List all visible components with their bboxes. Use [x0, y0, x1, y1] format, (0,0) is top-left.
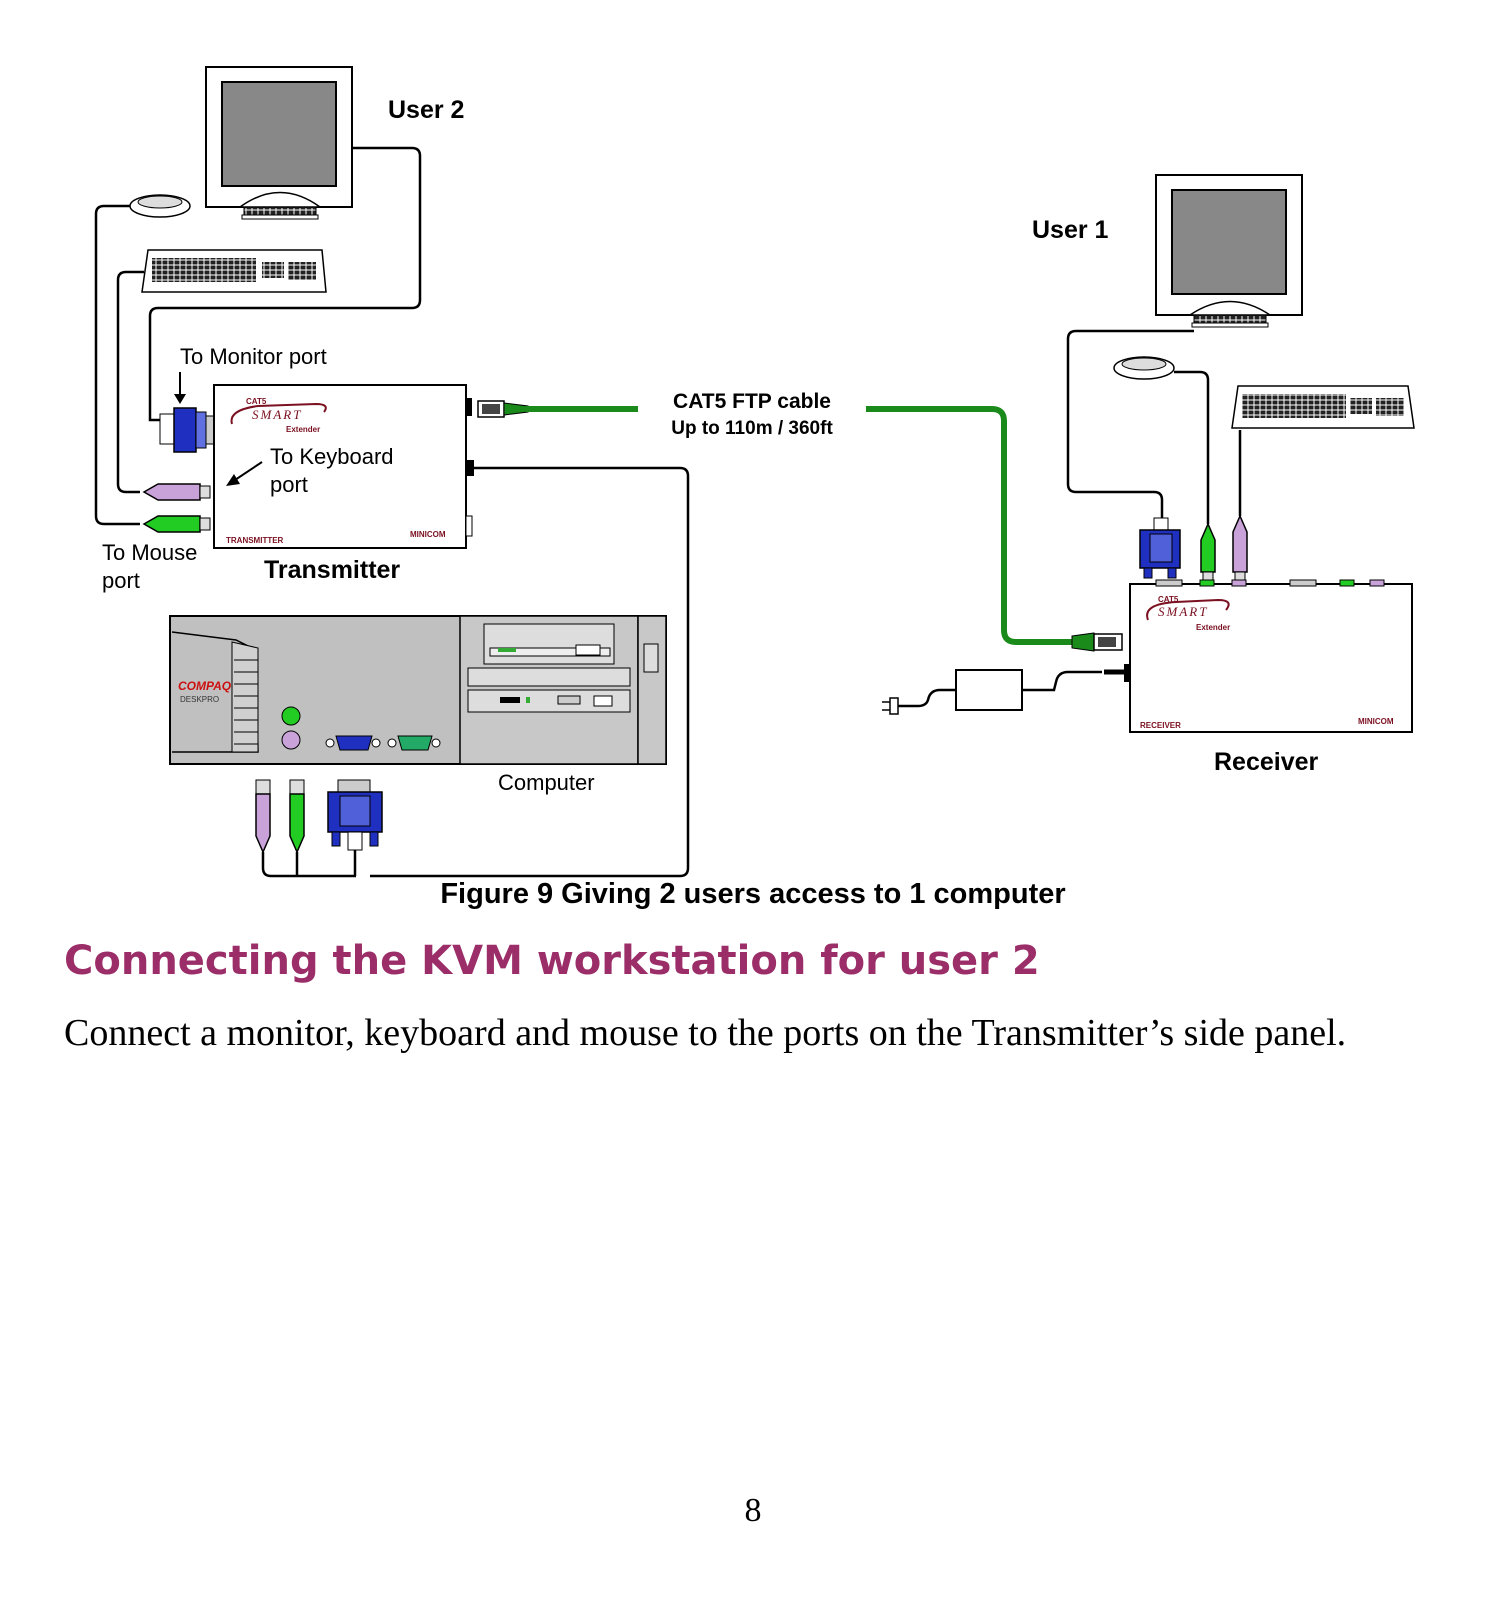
keyboard-connector-purple	[142, 483, 211, 501]
label-to-mouse-port-line2: port	[102, 568, 140, 593]
user2-monitor	[205, 66, 353, 220]
section-heading: Connecting the KVM workstation for user …	[64, 938, 1040, 984]
computer-maker: COMPAQ	[178, 679, 232, 693]
figure-caption: Figure 9 Giving 2 users access to 1 comp…	[440, 878, 1066, 910]
user2-mouse	[129, 194, 191, 218]
receiver-cat5-text: CAT5	[1158, 595, 1179, 604]
label-transmitter: Transmitter	[264, 556, 400, 584]
receiver-tag: RECEIVER	[1140, 721, 1181, 730]
page-number: 8	[744, 1492, 762, 1529]
computer-case: COMPAQ DESKPRO	[169, 615, 667, 765]
transmitter-maker: MINICOM	[410, 530, 446, 539]
mouse-connector-green	[142, 515, 211, 533]
label-cable-line2: Up to 110m / 360ft	[671, 418, 833, 439]
computer-connectors	[255, 779, 383, 854]
receiver-connectors	[1139, 514, 1248, 585]
user1-monitor	[1155, 174, 1303, 328]
monitor-connector-blue	[159, 407, 215, 453]
label-user2: User 2	[388, 96, 464, 124]
label-to-monitor-port: To Monitor port	[180, 344, 327, 369]
transmitter-extender-text: Extender	[286, 425, 320, 434]
receiver-unit: CAT5 SMART Extender RECEIVER MINICOM	[1124, 579, 1413, 733]
label-to-keyboard-port-line1: To Keyboard	[270, 444, 394, 469]
receiver-extender-text: Extender	[1196, 623, 1230, 632]
power-adapter	[882, 669, 1124, 715]
label-computer: Computer	[498, 770, 595, 795]
transmitter-cat5-text: CAT5	[246, 397, 267, 406]
user1-keyboard	[1231, 385, 1415, 429]
label-to-keyboard-port-line2: port	[270, 472, 308, 497]
transmitter-tag: TRANSMITTER	[226, 536, 284, 545]
section-body: Connect a monitor, keyboard and mouse to…	[64, 1012, 1347, 1054]
transmitter-rj45	[477, 400, 529, 418]
user1-mouse	[1113, 356, 1175, 380]
receiver-rj45	[1071, 632, 1123, 652]
label-cable-line1: CAT5 FTP cable	[673, 390, 831, 413]
label-to-mouse-port-line1: To Mouse	[102, 540, 197, 565]
receiver-maker: MINICOM	[1358, 717, 1394, 726]
transmitter-brand: SMART	[252, 407, 302, 422]
user2-keyboard	[141, 249, 327, 293]
label-user1: User 1	[1032, 216, 1109, 244]
computer-model: DESKPRO	[180, 695, 219, 704]
connection-diagram: CAT5 SMART Extender TRANSMITTER MINICOM …	[94, 66, 1415, 878]
label-receiver: Receiver	[1214, 748, 1319, 776]
receiver-brand: SMART	[1158, 604, 1208, 619]
